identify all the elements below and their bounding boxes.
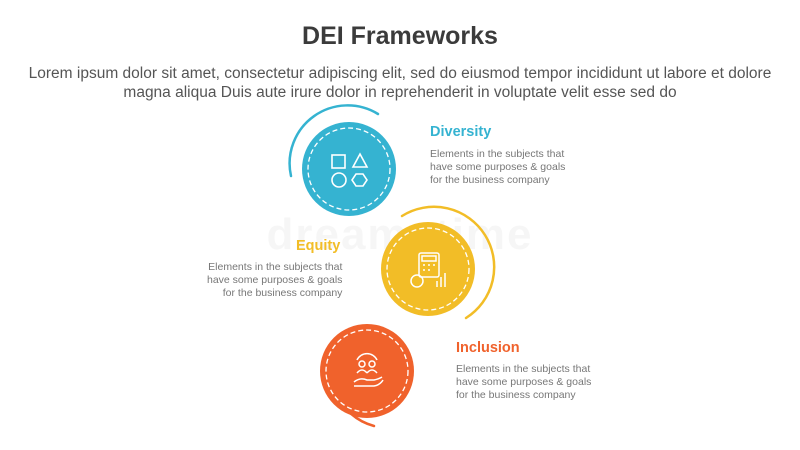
diversity-circle xyxy=(302,122,396,216)
diversity-dashed-ring xyxy=(307,127,391,211)
shapes-icon xyxy=(331,152,369,188)
diversity-label: Diversity xyxy=(430,124,492,140)
equity-dashed-ring xyxy=(386,227,470,311)
diversity-description: Elements in the subjects that have some … xyxy=(430,148,566,186)
inclusion-label: Inclusion xyxy=(456,340,520,356)
inclusion-node xyxy=(320,324,414,428)
equity-label: Equity xyxy=(296,238,341,254)
people-hand-icon xyxy=(353,352,384,387)
equity-node xyxy=(381,205,496,320)
inclusion-circle xyxy=(320,324,414,418)
page-subtitle: Lorem ipsum dolor sit amet, consectetur … xyxy=(28,65,772,101)
equity-circle xyxy=(381,222,475,316)
equity-description: Elements in the subjects that have some … xyxy=(207,261,343,299)
inclusion-dashed-ring xyxy=(325,329,409,413)
diversity-node xyxy=(288,104,396,216)
inclusion-description: Elements in the subjects that have some … xyxy=(456,363,592,401)
calculator-finance-icon xyxy=(410,252,446,288)
equity-outer-arc xyxy=(400,205,496,320)
page-title: DEI Frameworks xyxy=(302,22,498,50)
diversity-outer-arc xyxy=(288,104,380,178)
